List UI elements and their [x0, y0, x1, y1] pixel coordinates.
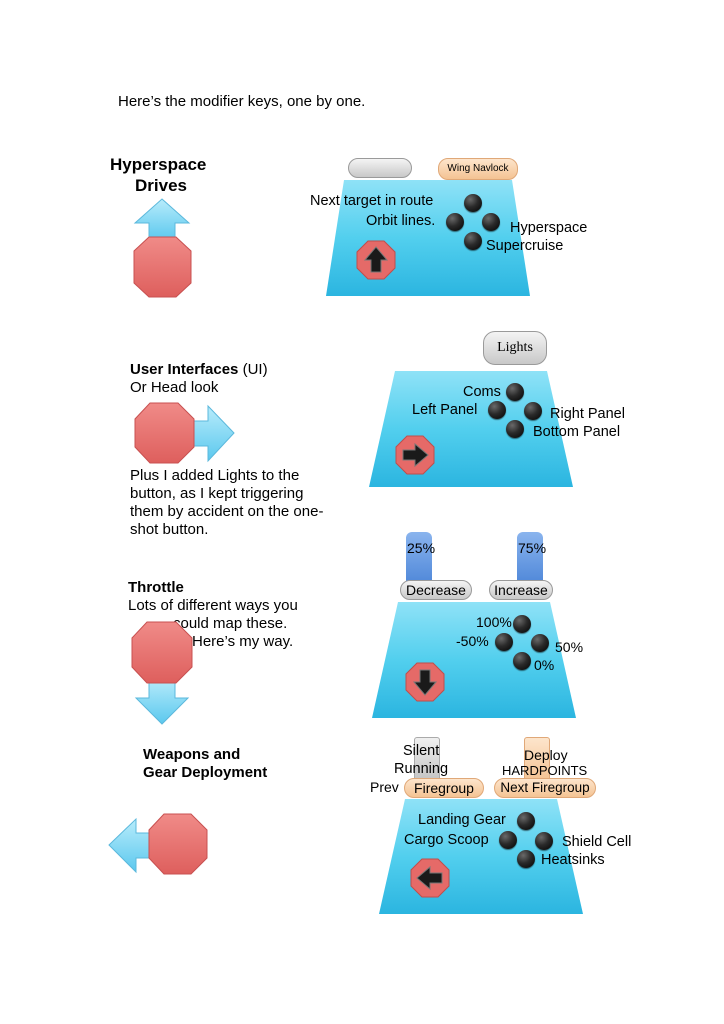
ui-button-down[interactable]: [506, 420, 524, 438]
hs-label-up: Next target in route: [310, 193, 434, 209]
wp-label-right: Shield Cell: [562, 834, 632, 850]
ui-title: User Interfaces: [130, 361, 239, 378]
tab-left-text: 25%: [407, 540, 436, 556]
octagon-arrow-right-icon: [134, 402, 235, 464]
wp-label-down: Heatsinks: [541, 852, 605, 868]
decrease-pill[interactable]: Decrease: [400, 580, 472, 600]
intro-text: Here’s the modifier keys, one by one.: [118, 93, 366, 110]
ui-label-right: Right Panel: [550, 406, 625, 422]
running-text: Running: [394, 761, 449, 777]
ui-title-suffix: (UI): [242, 361, 268, 378]
ui-note-line2: button, as I kept triggering: [130, 485, 304, 502]
hyperspace-title-line2: Drives: [135, 176, 187, 195]
ui-line2: Or Head look: [130, 379, 219, 396]
wp-label-left: Cargo Scoop: [404, 832, 489, 848]
hs-label-right: Hyperspace: [510, 220, 588, 236]
wp-button-right[interactable]: [535, 832, 553, 850]
ui-label-left: Left Panel: [412, 402, 478, 418]
arrow-left-icon[interactable]: [410, 858, 450, 898]
hyperspace-left-pill[interactable]: [348, 158, 412, 178]
th-label-left: -50%: [456, 633, 489, 649]
th-button-up[interactable]: [513, 615, 531, 633]
th-button-down[interactable]: [513, 652, 531, 670]
arrow-down-icon[interactable]: [405, 662, 445, 702]
tab-right-text: 75%: [518, 540, 547, 556]
hardpoints-text: HARDPOINTS: [502, 763, 588, 778]
ui-note-line1: Plus I added Lights to the: [130, 467, 300, 484]
prev-firegroup-pill[interactable]: Firegroup: [404, 778, 484, 798]
silent-running-stem: [414, 737, 440, 781]
ui-note-line4: shot button.: [130, 521, 209, 538]
hs-button-up[interactable]: [464, 194, 482, 212]
ui-button-left[interactable]: [488, 401, 506, 419]
increase-pill[interactable]: Increase: [489, 580, 553, 600]
increase-tab: [517, 532, 543, 586]
th-label-up: 100%: [476, 614, 512, 630]
ui-button-up[interactable]: [506, 383, 524, 401]
deploy-text: Deploy: [524, 747, 568, 763]
decrease-tab: [406, 532, 432, 586]
hs-button-left[interactable]: [446, 213, 464, 231]
silent-text: Silent: [403, 743, 440, 759]
wp-button-down[interactable]: [517, 850, 535, 868]
weapons-title-line1: Weapons and: [143, 746, 241, 763]
throttle-title: Throttle: [128, 579, 184, 596]
wing-navlock-pill[interactable]: Wing Navlock: [438, 158, 518, 180]
hs-label-down: Supercruise: [486, 238, 564, 254]
ui-title-line: User Interfaces (UI): [130, 361, 268, 379]
wp-button-up[interactable]: [517, 812, 535, 830]
arrow-up-icon[interactable]: [356, 240, 396, 280]
wp-label-up: Landing Gear: [418, 812, 506, 828]
ui-label-up: Coms: [463, 384, 501, 400]
throttle-line2: could map these.: [173, 615, 288, 632]
hs-label-left: Orbit lines.: [366, 213, 436, 229]
prev-text: Prev: [370, 779, 399, 795]
weapons-title-line2: Gear Deployment: [143, 764, 268, 781]
th-button-right[interactable]: [531, 634, 549, 652]
hs-button-right[interactable]: [482, 213, 500, 231]
next-firegroup-pill[interactable]: Next Firegroup: [494, 778, 596, 798]
hs-button-down[interactable]: [464, 232, 482, 250]
ui-button-right[interactable]: [524, 402, 542, 420]
ui-note-line3: them by accident on the one-: [130, 503, 324, 520]
th-label-right: 50%: [555, 639, 584, 655]
wp-button-left[interactable]: [499, 831, 517, 849]
hardpoints-stem: [524, 737, 550, 781]
throttle-line3: Here’s my way.: [192, 633, 294, 650]
th-label-down: 0%: [534, 657, 555, 673]
lights-pill[interactable]: Lights: [483, 331, 547, 365]
octagon-arrow-up-icon: [133, 198, 192, 298]
ui-label-down: Bottom Panel: [533, 424, 621, 440]
arrow-right-icon[interactable]: [395, 435, 435, 475]
octagon-arrow-left-icon: [108, 813, 208, 875]
octagon-arrow-down-icon: [131, 621, 193, 725]
th-button-left[interactable]: [495, 633, 513, 651]
throttle-line1: Lots of different ways you: [128, 597, 298, 614]
hyperspace-title-line1: Hyperspace: [110, 155, 207, 174]
